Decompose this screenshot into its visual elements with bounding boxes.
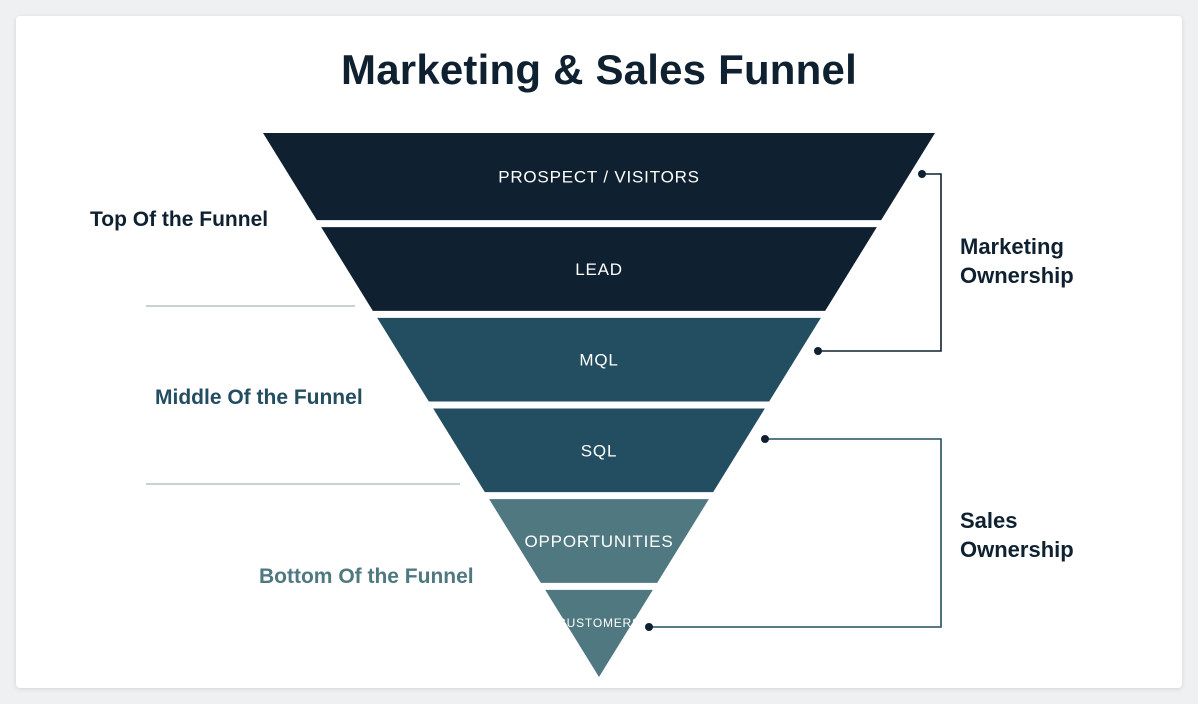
marketing-ownership-line2: Ownership [960, 263, 1074, 288]
funnel-stage-mql [377, 317, 821, 402]
sales-ownership-line2: Ownership [960, 537, 1074, 562]
funnel-stage-label-lead: LEAD [575, 260, 623, 279]
funnel-stage-label-sql: SQL [581, 441, 617, 460]
funnel-stage-label-mql: MQL [579, 351, 618, 370]
funnel-stage-lead [321, 227, 877, 311]
funnel-stage-opportunities [489, 499, 709, 583]
marketing-ownership-label: Marketing Ownership [960, 232, 1120, 290]
top-of-funnel-label: Top Of the Funnel [90, 208, 269, 231]
bottom-of-funnel-label: Bottom Of the Funnel [259, 565, 474, 588]
funnel-stage-label-customers: CUSTOMERS [557, 616, 641, 630]
marketing-ownership-line1: Marketing [960, 234, 1064, 259]
sales-ownership-bracket [645, 435, 942, 631]
bracket-dot [814, 347, 822, 355]
sales-ownership-line1: Sales [960, 508, 1018, 533]
bracket-dot [645, 623, 653, 631]
diagram-title: Marketing & Sales Funnel [341, 46, 857, 93]
marketing-ownership-bracket [814, 170, 942, 355]
bracket-dot [761, 435, 769, 443]
funnel-stage-label-opportunities: OPPORTUNITIES [525, 532, 674, 551]
sales-ownership-label: Sales Ownership [960, 506, 1120, 564]
bracket-dot [918, 170, 926, 178]
funnel-stage-sql [433, 408, 765, 493]
funnel-stage-label-prospect-visitors: PROSPECT / VISITORS [498, 168, 700, 187]
funnel-stage-customers [545, 589, 653, 677]
middle-of-funnel-label: Middle Of the Funnel [155, 386, 363, 409]
funnel-stage-prospect-visitors [263, 133, 935, 221]
